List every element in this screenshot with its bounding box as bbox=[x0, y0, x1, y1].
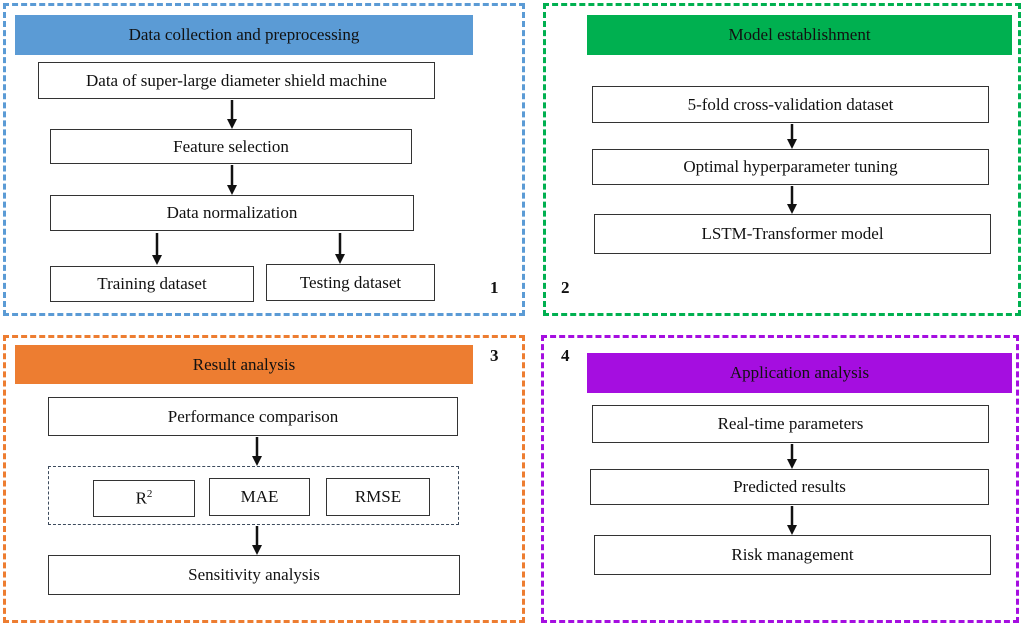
panel-1-header-text: Data collection and preprocessing bbox=[128, 25, 360, 44]
step-data-source: Data of super-large diameter shield mach… bbox=[38, 62, 435, 99]
step-sensitivity-analysis-label: Sensitivity analysis bbox=[188, 565, 320, 584]
metric-r2: R2 bbox=[93, 480, 195, 517]
step-sensitivity-analysis: Sensitivity analysis bbox=[48, 555, 460, 595]
panel-3-header: Result analysis bbox=[15, 345, 473, 384]
panel-2-number: 2 bbox=[561, 278, 570, 297]
step-performance-comparison-label: Performance comparison bbox=[167, 406, 339, 426]
step-predicted-results-label: Predicted results bbox=[733, 477, 846, 496]
step-feature-selection-label: Feature selection bbox=[173, 136, 289, 156]
metric-mae-label: MAE bbox=[240, 487, 279, 506]
step-hyperparameter-tuning: Optimal hyperparameter tuning bbox=[592, 149, 989, 185]
step-real-time-parameters-label: Real-time parameters bbox=[717, 414, 864, 433]
panel-application-analysis bbox=[541, 335, 1019, 623]
panel-model-establishment bbox=[543, 3, 1021, 316]
step-lstm-transformer-label: LSTM-Transformer model bbox=[701, 224, 884, 243]
panel-3-header-text: Result analysis bbox=[192, 354, 296, 374]
output-training-dataset-label: Training dataset bbox=[97, 274, 207, 293]
output-training-dataset: Training dataset bbox=[50, 266, 254, 302]
panel-result-analysis bbox=[3, 335, 525, 623]
output-testing-dataset: Testing dataset bbox=[266, 264, 435, 301]
metric-rmse-label: RMSE bbox=[354, 487, 402, 506]
panel-4-number: 4 bbox=[561, 346, 570, 365]
step-data-normalization: Data normalization bbox=[50, 195, 414, 231]
panel-4-header: Application analysis bbox=[587, 353, 1012, 393]
step-lstm-transformer: LSTM-Transformer model bbox=[594, 214, 991, 254]
panel-data-collection bbox=[3, 3, 525, 316]
panel-1-number: 1 bbox=[490, 278, 499, 297]
metric-r2-label: R2 bbox=[135, 488, 153, 508]
panel-1-header: Data collection and preprocessing bbox=[15, 15, 473, 55]
output-testing-dataset-label: Testing dataset bbox=[299, 272, 402, 292]
panel-4-header-text: Application analysis bbox=[729, 363, 870, 382]
metric-mae: MAE bbox=[209, 478, 310, 516]
metrics-group bbox=[48, 466, 459, 525]
step-data-source-label: Data of super-large diameter shield mach… bbox=[86, 70, 387, 90]
panel-2-header-text: Model establishment bbox=[728, 25, 871, 44]
step-risk-management: Risk management bbox=[594, 535, 991, 575]
step-predicted-results: Predicted results bbox=[590, 469, 989, 505]
step-performance-comparison: Performance comparison bbox=[48, 397, 458, 436]
step-cross-validation-label: 5-fold cross-validation dataset bbox=[687, 94, 894, 114]
step-cross-validation: 5-fold cross-validation dataset bbox=[592, 86, 989, 123]
panel-2-header: Model establishment bbox=[587, 15, 1012, 55]
metric-rmse: RMSE bbox=[326, 478, 430, 516]
step-data-normalization-label: Data normalization bbox=[166, 203, 298, 222]
step-hyperparameter-tuning-label: Optimal hyperparameter tuning bbox=[683, 157, 898, 176]
step-real-time-parameters: Real-time parameters bbox=[592, 405, 989, 443]
step-feature-selection: Feature selection bbox=[50, 129, 412, 164]
panel-3-number: 3 bbox=[490, 346, 499, 365]
step-risk-management-label: Risk management bbox=[731, 545, 854, 564]
